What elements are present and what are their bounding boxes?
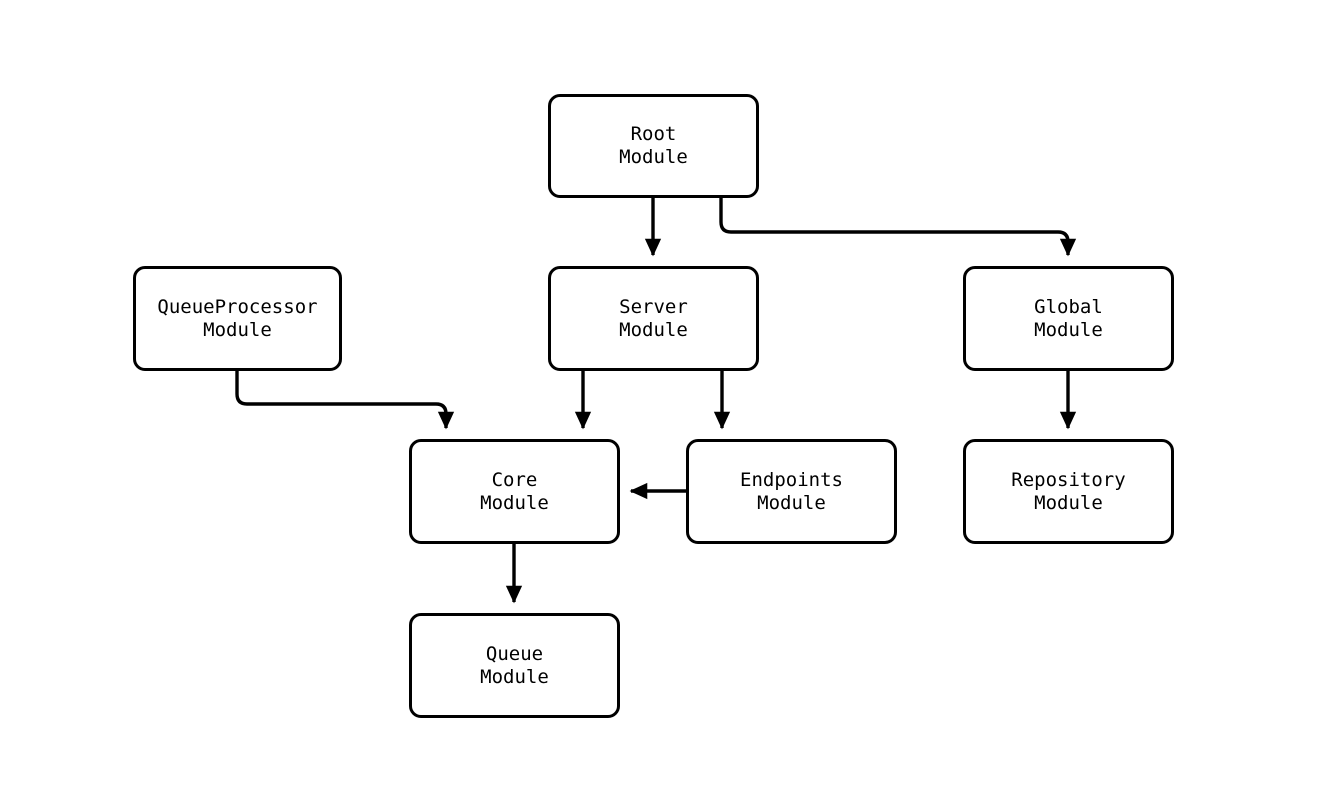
node-queueprocessor-module-label: QueueProcessor Module: [157, 295, 318, 341]
node-core-module[interactable]: Core Module: [409, 439, 620, 544]
node-root-module-label: Root Module: [619, 123, 688, 168]
node-repository-module[interactable]: Repository Module: [963, 439, 1174, 544]
node-endpoints-module-label: Endpoints Module: [740, 468, 843, 514]
edge-queueprocessor-to-core: [235, 371, 455, 430]
node-queueprocessor-module[interactable]: QueueProcessor Module: [133, 266, 342, 371]
node-global-module-label: Global Module: [1034, 295, 1103, 341]
node-server-module[interactable]: Server Module: [548, 266, 759, 371]
node-queue-module-label: Queue Module: [480, 642, 549, 688]
node-root-module[interactable]: Root Module: [548, 94, 759, 198]
node-queue-module[interactable]: Queue Module: [409, 613, 620, 718]
node-global-module[interactable]: Global Module: [963, 266, 1174, 371]
edge-root-to-global: [719, 198, 1077, 257]
node-core-module-label: Core Module: [480, 468, 549, 514]
node-repository-module-label: Repository Module: [1011, 468, 1126, 514]
node-server-module-label: Server Module: [619, 295, 688, 341]
node-endpoints-module[interactable]: Endpoints Module: [686, 439, 897, 544]
